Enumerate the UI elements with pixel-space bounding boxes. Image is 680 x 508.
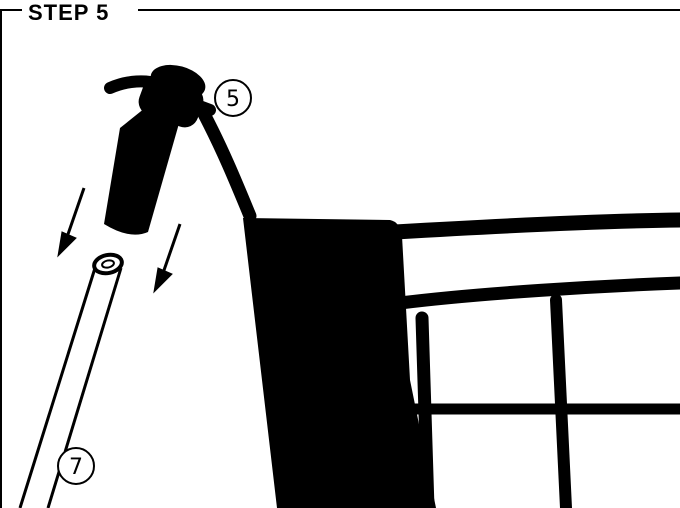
callout-7-label: 7 <box>69 455 83 480</box>
frame-rods <box>387 212 680 508</box>
top-pole <box>196 105 257 223</box>
callout-7: 7 <box>57 447 95 485</box>
netting-panel <box>243 218 436 508</box>
elbow-connector-icon <box>104 64 216 235</box>
callout-5-label: 5 <box>226 87 240 112</box>
step-title: STEP 5 <box>28 0 109 25</box>
arrow-down-left-icon <box>57 187 182 294</box>
step-frame <box>0 9 680 508</box>
callout-5: 5 <box>214 79 252 117</box>
